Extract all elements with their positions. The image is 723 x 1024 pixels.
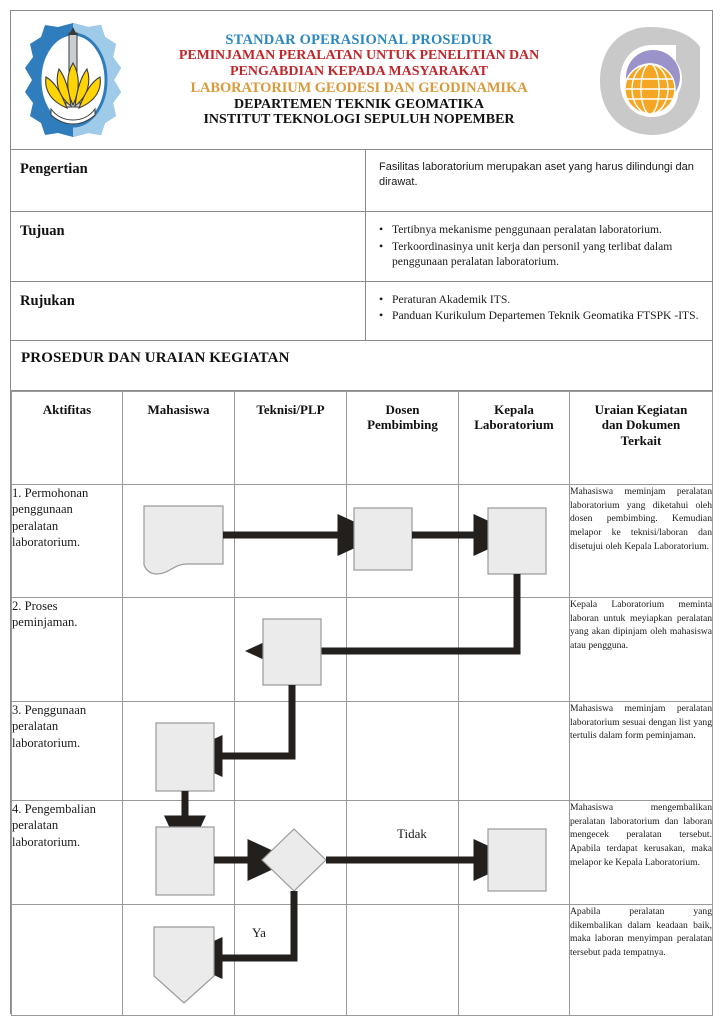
flow-cell-5-kepala [458, 903, 570, 1016]
header-line: Uraian Kegiatan [594, 401, 688, 417]
info-row-pengertian: Pengertian Fasilitas laboratorium merupa… [11, 150, 712, 212]
table-row: 2. Proses peminjaman. Kepala Laboratoriu… [11, 596, 713, 702]
flow-cell-2-mahasiswa [122, 596, 235, 702]
its-logo [11, 19, 131, 141]
column-header-aktifitas: Aktifitas [11, 390, 123, 485]
header-line: Teknisi/PLP [256, 401, 325, 417]
geodesi-lab-logo-svg [599, 27, 700, 135]
header-line: Mahasiswa [147, 401, 210, 417]
flow-cell-2-dosen [346, 596, 459, 702]
procedure-flow-table: Aktifitas Mahasiswa Teknisi/PLP Dosen Pe… [11, 390, 713, 1016]
info-label-tujuan: Tujuan [11, 212, 366, 281]
header-line: Laboratorium [474, 417, 554, 433]
column-header-mahasiswa: Mahasiswa [122, 390, 235, 485]
flow-cell-4-teknisi [234, 799, 347, 905]
description-cell-4: Mahasiswa mengembalikan peralatan labora… [569, 799, 713, 905]
header-line: Kepala [494, 401, 534, 417]
activity-cell-1: 1. Permohonan penggunaan peralatan labor… [11, 483, 123, 598]
document-sheet: STANDAR OPERASIONAL PROSEDUR PEMINJAMAN … [10, 10, 713, 1016]
title-line-5: DEPARTEMEN TEKNIK GEOMATIKA [234, 96, 484, 112]
section-title-prosedur: PROSEDUR DAN URAIAN KEGIATAN [11, 341, 712, 391]
flow-cell-4-kepala [458, 799, 570, 905]
geodesi-lab-logo [587, 21, 712, 139]
flow-cell-3-kepala [458, 700, 570, 801]
info-row-tujuan: Tujuan Tertibnya mekanisme penggunaan pe… [11, 212, 712, 282]
activity-cell-3: 3. Penggunaan peralatan laboratorium. [11, 700, 123, 801]
title-line-1: STANDAR OPERASIONAL PROSEDUR [225, 31, 493, 48]
document-header: STANDAR OPERASIONAL PROSEDUR PEMINJAMAN … [11, 11, 712, 150]
flow-cell-2-kepala [458, 596, 570, 702]
activity-cell-5 [11, 903, 123, 1016]
info-body-rujukan: Peraturan Akademik ITS. Panduan Kurikulu… [366, 282, 712, 340]
flow-cell-3-mahasiswa [122, 700, 235, 801]
column-header-uraian-kegiatan: Uraian Kegiatan dan Dokumen Terkait [569, 390, 713, 485]
info-label-pengertian: Pengertian [11, 150, 366, 211]
list-item: Tertibnya mekanisme penggunaan peralatan… [379, 221, 702, 238]
description-cell-1: Mahasiswa meminjam peralatan laboratoriu… [569, 483, 713, 598]
header-title-block: STANDAR OPERASIONAL PROSEDUR PEMINJAMAN … [131, 32, 587, 129]
activity-cell-2: 2. Proses peminjaman. [11, 596, 123, 702]
info-label-rujukan: Rujukan [11, 281, 366, 340]
flow-cell-1-teknisi [234, 483, 347, 598]
column-header-dosen-pembimbing: Dosen Pembimbing [346, 390, 459, 485]
flow-cell-5-dosen [346, 903, 459, 1016]
flow-cell-1-mahasiswa [122, 483, 235, 598]
its-logo-svg [25, 23, 121, 137]
title-line-6: INSTITUT TEKNOLOGI SEPULUH NOPEMBER [203, 112, 515, 128]
header-line: Dosen [385, 401, 420, 417]
flow-cell-1-kepala [458, 483, 570, 598]
table-row: 3. Penggunaan peralatan laboratorium. Ma… [11, 700, 713, 801]
list-item: Peraturan Akademik ITS. [379, 291, 702, 308]
description-cell-2: Kepala Laboratorium meminta laboran untu… [569, 596, 713, 702]
description-cell-3: Mahasiswa meminjam peralatan laboratoriu… [569, 700, 713, 801]
flow-cell-4-mahasiswa [122, 799, 235, 905]
table-row: 4. Pengembalian peralatan laboratorium. … [11, 799, 713, 905]
column-header-teknisi-plp: Teknisi/PLP [234, 390, 347, 485]
table-row: Apabila peralatan yang dikembalikan dala… [11, 903, 713, 1016]
info-row-rujukan: Rujukan Peraturan Akademik ITS. Panduan … [11, 281, 712, 341]
table-header-row: Aktifitas Mahasiswa Teknisi/PLP Dosen Pe… [11, 390, 713, 485]
header-line: Pembimbing [367, 417, 438, 433]
title-line-3: PENGABDIAN KEPADA MASYARAKAT [230, 64, 488, 80]
list-item: Panduan Kurikulum Departemen Teknik Geom… [379, 307, 702, 324]
flow-cell-3-dosen [346, 700, 459, 801]
flow-cell-4-dosen [346, 799, 459, 905]
activity-cell-4: 4. Pengembalian peralatan laboratorium. [11, 799, 123, 905]
header-line: dan Dokumen [601, 417, 681, 433]
title-line-4: LABORATORIUM GEODESI DAN GEODINAMIKA [190, 80, 528, 96]
table-row: 1. Permohonan penggunaan peralatan labor… [11, 483, 713, 598]
flow-cell-3-teknisi [234, 700, 347, 801]
flow-cell-1-dosen [346, 483, 459, 598]
info-body-pengertian: Fasilitas laboratorium merupakan aset ya… [379, 161, 694, 188]
flow-cell-5-mahasiswa [122, 903, 235, 1016]
flow-cell-5-teknisi [234, 903, 347, 1016]
rujukan-bullet-list: Peraturan Akademik ITS. Panduan Kurikulu… [379, 291, 702, 324]
description-cell-5: Apabila peralatan yang dikembalikan dala… [569, 903, 713, 1016]
title-line-2: PEMINJAMAN PERALATAN UNTUK PENELITIAN DA… [178, 48, 540, 64]
flow-cell-2-teknisi [234, 596, 347, 702]
tujuan-bullet-list: Tertibnya mekanisme penggunaan peralatan… [379, 221, 702, 270]
column-header-kepala-laboratorium: Kepala Laboratorium [458, 390, 570, 485]
list-item: Terkoordinasinya unit kerja dan personil… [379, 238, 702, 270]
header-line: Aktifitas [42, 401, 92, 417]
header-line: Terkait [620, 432, 662, 448]
info-body-tujuan: Tertibnya mekanisme penggunaan peralatan… [366, 212, 712, 281]
